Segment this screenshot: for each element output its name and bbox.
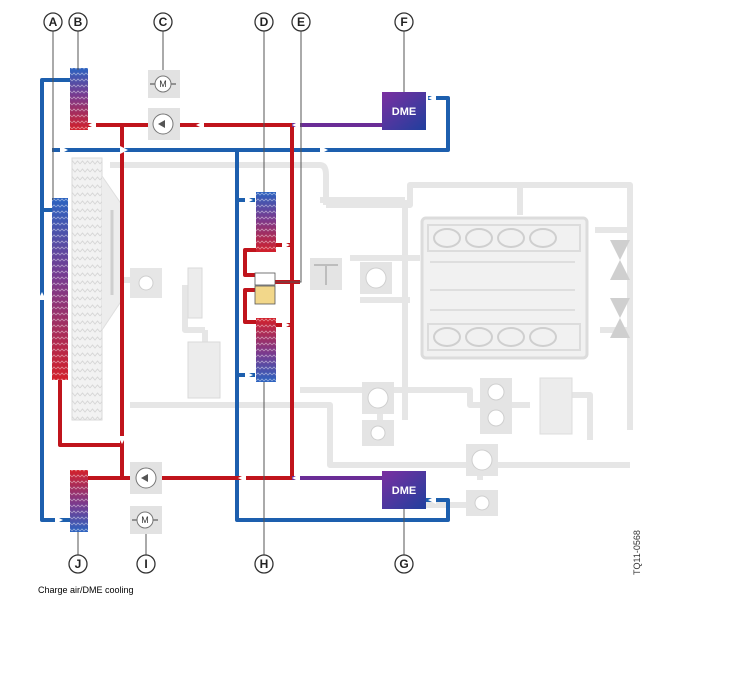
- heat-exchanger-j: [70, 470, 88, 532]
- callout-c: C: [153, 12, 173, 32]
- gray-expansion-tank: [187, 267, 221, 399]
- svg-text:D: D: [260, 15, 269, 29]
- main-radiator: [71, 157, 123, 421]
- heater-valves-gray: [610, 240, 630, 338]
- callout-f: F: [394, 12, 414, 32]
- electric-pump-i: M: [130, 462, 162, 534]
- callout-h: H: [254, 554, 274, 574]
- component-e: [254, 272, 276, 305]
- svg-text:I: I: [144, 557, 147, 571]
- callout-b: B: [68, 12, 88, 32]
- callout-a: A: [43, 12, 63, 32]
- svg-text:C: C: [159, 15, 168, 29]
- svg-text:E: E: [297, 15, 305, 29]
- svg-text:H: H: [260, 557, 269, 571]
- heat-exchanger-h: [256, 318, 276, 382]
- figure-code: TQ11-0568: [632, 530, 642, 575]
- figure-caption: Charge air/DME cooling: [38, 585, 134, 595]
- svg-text:J: J: [75, 557, 82, 571]
- engine-thermostat: [310, 258, 342, 290]
- flow-arrows: [38, 94, 436, 524]
- heat-exchanger-b: [70, 68, 88, 130]
- heat-exchanger-d: [256, 192, 276, 252]
- engine-pump-upper: [360, 262, 392, 294]
- pump-motor-label-bottom: M: [141, 515, 149, 525]
- dme-coolant-lines: [292, 123, 382, 480]
- engine-block: [420, 216, 589, 360]
- callout-leaders: [52, 31, 405, 555]
- svg-text:B: B: [74, 15, 83, 29]
- aux-pump-gray-2: [466, 444, 498, 516]
- turbo-gray: [480, 377, 573, 435]
- dme-bottom-label: DME: [392, 485, 416, 497]
- svg-text:A: A: [49, 15, 58, 29]
- pump-motor-label-top: M: [159, 79, 167, 89]
- aux-pump-gray-1: [362, 382, 394, 446]
- electric-pump-c: M: [148, 70, 180, 140]
- callout-j: J: [68, 554, 88, 574]
- callout-d: D: [254, 12, 274, 32]
- svg-text:F: F: [400, 15, 407, 29]
- callout-e: E: [291, 12, 311, 32]
- gray-motor-left: [130, 268, 162, 298]
- callout-i: I: [136, 554, 156, 574]
- dme-top-label: DME: [392, 106, 416, 118]
- svg-text:G: G: [399, 557, 408, 571]
- charge-air-cooler-a: [52, 198, 68, 380]
- dme-unit-top: DME: [382, 92, 426, 130]
- dme-unit-bottom: DME: [382, 471, 426, 509]
- callout-g: G: [394, 554, 414, 574]
